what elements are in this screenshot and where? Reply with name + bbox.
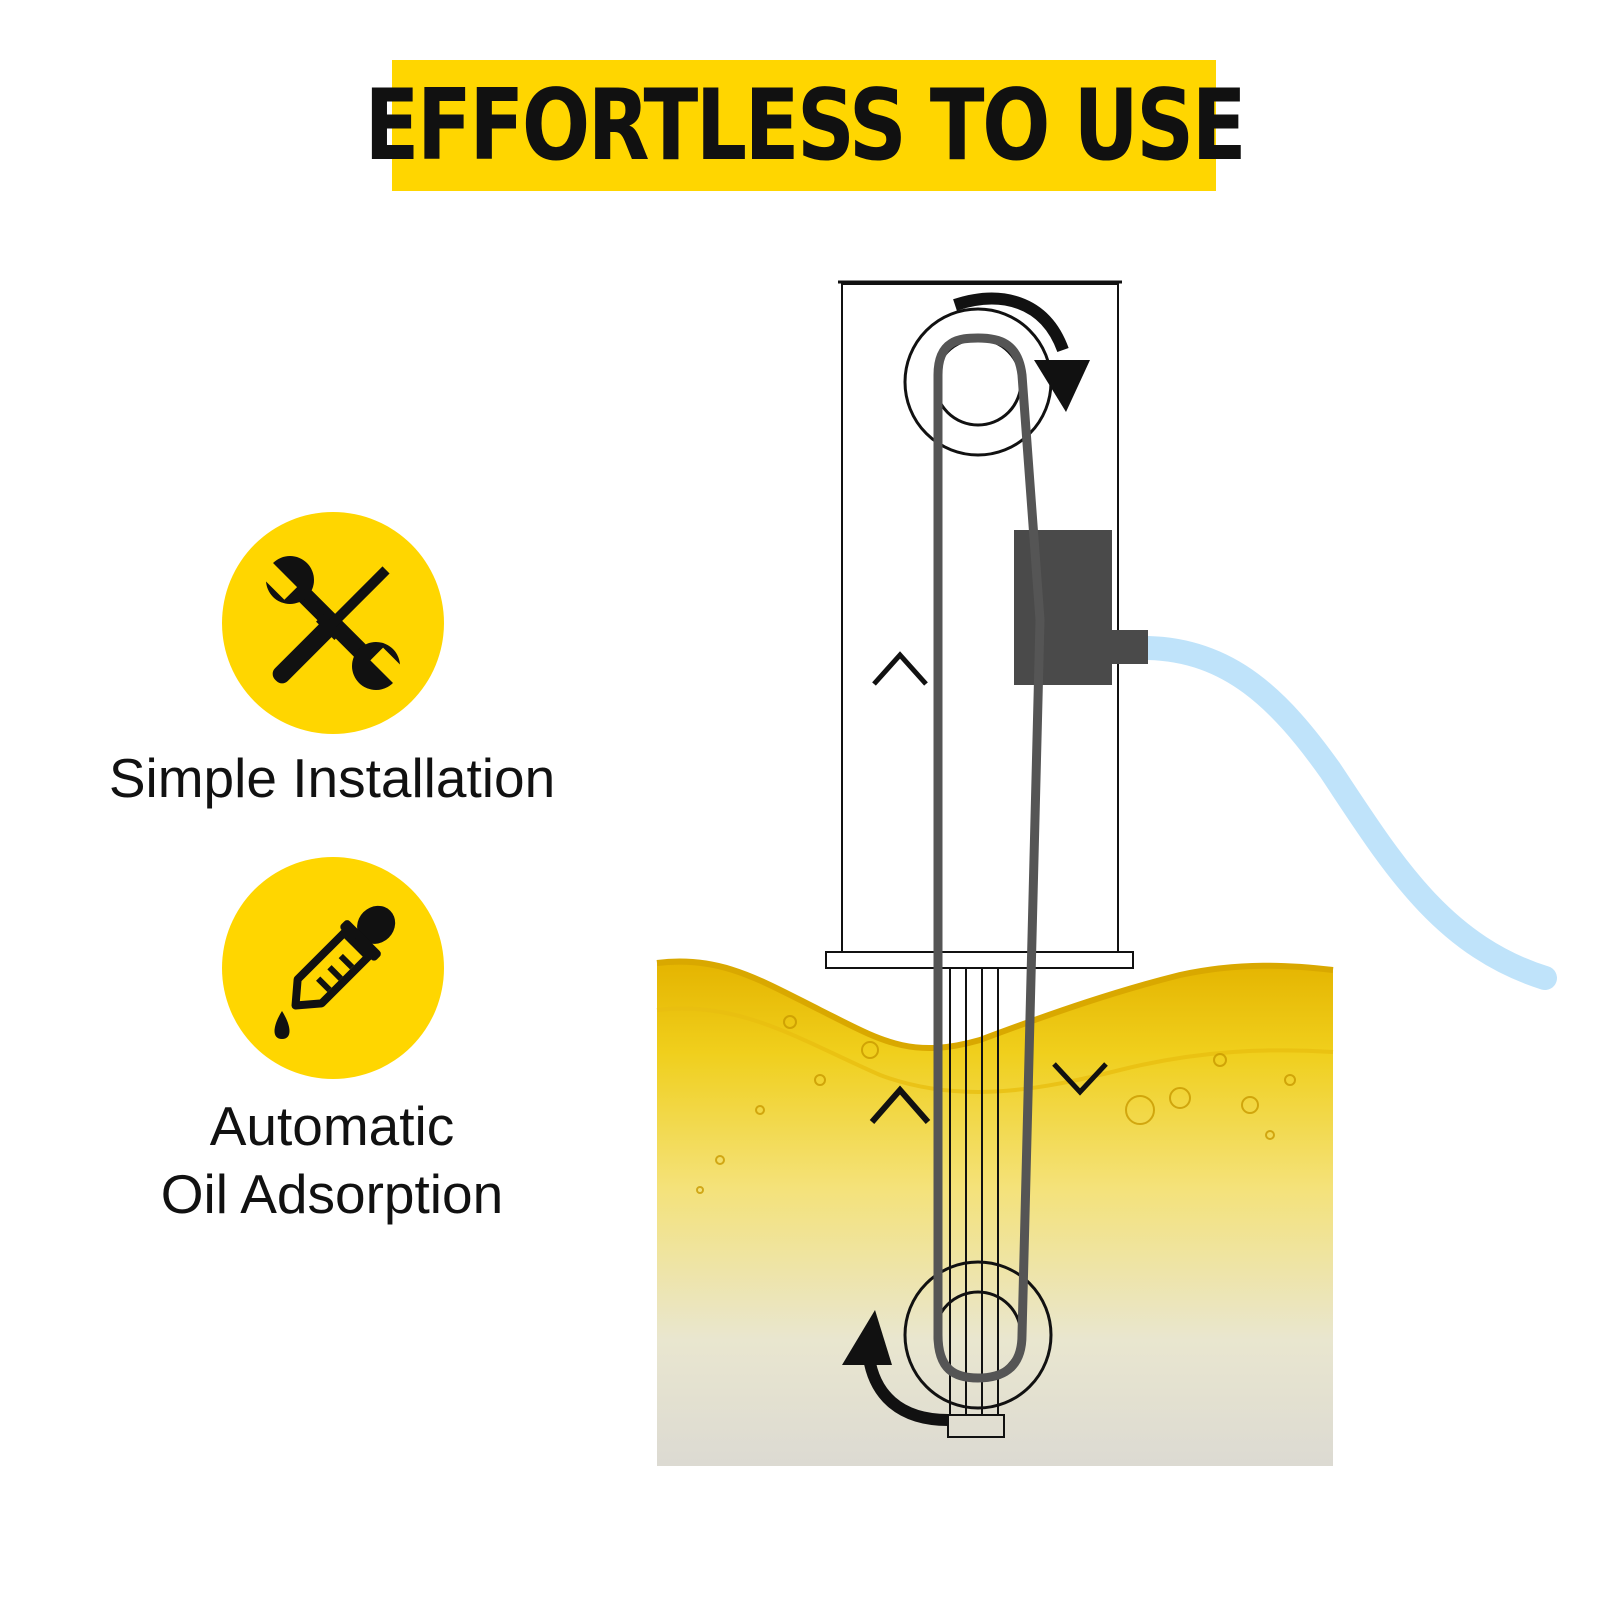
hose [1136,636,1557,990]
wrench-screwdriver-icon [258,556,408,690]
hose-connector [1112,630,1148,664]
feature-label-oil-adsorption: Automatic Oil Adsorption [160,1095,504,1225]
flow-arrow-down-tank [1052,1025,1108,1096]
title-banner: EFFORTLESS TO USE [364,60,1246,191]
bottom-rotation-arrow [842,1310,949,1426]
skimmer-housing [825,280,1134,1438]
top-rotation-arrow [953,292,1090,412]
dropper-icon [274,905,396,1039]
oil-adsorption-badge [222,857,444,1079]
oil-belt [933,333,1045,1383]
simple-installation-badge [222,512,444,734]
feature-label-simple-installation: Simple Installation [108,747,556,809]
oil-tank [656,958,1334,1466]
motor-block [1014,530,1112,685]
page-title: EFFORTLESS TO USE [364,68,1246,183]
flow-arrow-up-housing [872,651,928,720]
flow-arrow-up-tank [869,1085,931,1160]
